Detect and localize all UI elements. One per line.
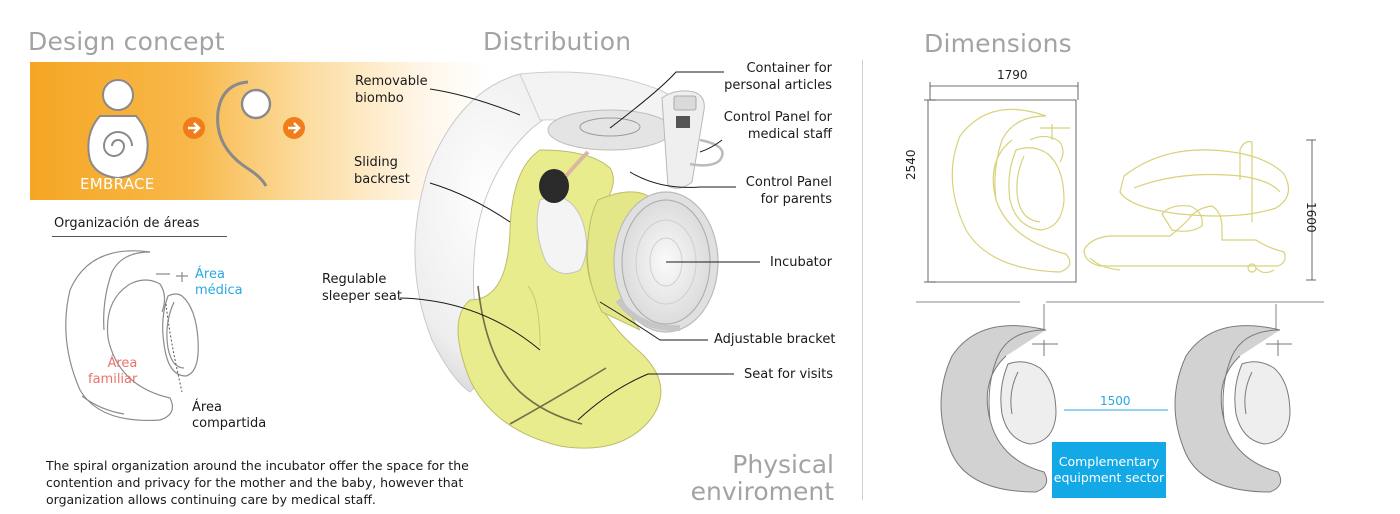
arrow-right-icon bbox=[183, 117, 205, 139]
physical-environment-label: Physical enviroment bbox=[690, 450, 834, 506]
concept-description: The spiral organization around the incub… bbox=[46, 458, 469, 507]
shared-area-divider bbox=[165, 303, 183, 393]
embrace-label: EMBRACE bbox=[80, 175, 155, 193]
container-label: Container for personal articles bbox=[724, 61, 832, 93]
height-dimension-left: 2540 bbox=[904, 149, 918, 180]
control-panel-tower bbox=[661, 90, 724, 189]
top-view-sketch bbox=[951, 108, 1071, 273]
spacing-dimension: 1500 bbox=[1100, 394, 1131, 408]
embrace-icon bbox=[87, 79, 149, 180]
complementary-equipment-sector: Complementary equipment sector bbox=[1052, 442, 1166, 498]
section-divider bbox=[862, 60, 863, 500]
organization-title: Organización de áreas bbox=[54, 216, 200, 231]
sliding-backrest-label: Sliding backrest bbox=[354, 155, 410, 187]
side-view-sketch bbox=[1083, 141, 1290, 274]
control-panel-parents-label: Control Panel for parents bbox=[745, 175, 832, 207]
distribution-title: Distribution bbox=[483, 27, 632, 56]
arrow-right-icon bbox=[283, 117, 305, 139]
floor-plan-right bbox=[1174, 325, 1292, 493]
spiral-concept-icon bbox=[216, 80, 272, 187]
control-panel-medical-label: Control Panel for medical staff bbox=[723, 110, 832, 142]
area-medica-label: Área médica bbox=[195, 267, 243, 298]
height-dimension-right: 1600 bbox=[1304, 202, 1318, 233]
seat-for-visits-label: Seat for visits bbox=[744, 367, 834, 382]
width-dimension: 1790 bbox=[997, 68, 1028, 82]
design-concept-title: Design concept bbox=[28, 27, 225, 56]
area-compartida-label: Área compartida bbox=[192, 400, 267, 431]
dimension-lines bbox=[924, 82, 1316, 283]
person-figure bbox=[536, 150, 590, 275]
area-familiar-label: Área familiar bbox=[88, 356, 138, 387]
callout-lines bbox=[399, 71, 760, 421]
organization-rule bbox=[52, 236, 227, 237]
organization-sketch bbox=[65, 250, 199, 422]
regulable-sleeper-seat-label: Regulable sleeper seat bbox=[322, 272, 402, 304]
adjustable-bracket-label: Adjustable bracket bbox=[714, 332, 836, 347]
dimensions-title: Dimensions bbox=[924, 29, 1072, 58]
floor-plan-left bbox=[940, 325, 1058, 493]
incubator-label: Incubator bbox=[770, 255, 833, 270]
removable-biombo-label: Removable biombo bbox=[355, 74, 428, 106]
